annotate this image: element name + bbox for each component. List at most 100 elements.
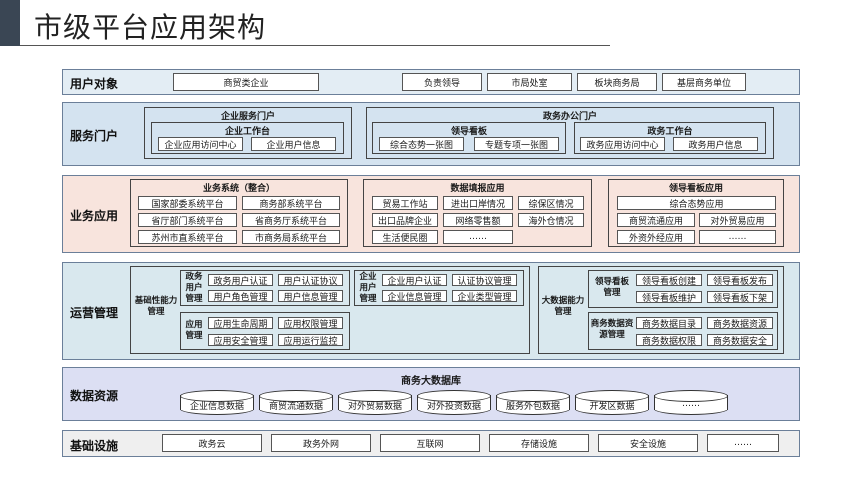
enterprise-portal-group — [144, 107, 352, 159]
app-mgmt-item: 应用权限管理 — [278, 317, 343, 330]
db-cylinder: 服务外包数据 — [496, 390, 570, 415]
gov-workbench-title: 政务工作台 — [647, 127, 693, 137]
layer-portal — [62, 102, 800, 166]
infra-item: 互联网 — [380, 434, 480, 452]
gov-user-mgmt-item: 用户认证协议 — [278, 274, 343, 287]
db-label: 对外投资数据 — [426, 402, 481, 412]
layer-business-label: 业务应用 — [70, 209, 119, 223]
app-mgmt-item: 应用运行监控 — [278, 334, 343, 347]
data-fill-item: 综保区情况 — [518, 196, 584, 210]
title-underline — [20, 45, 610, 46]
data-fill-group — [363, 179, 592, 247]
leader-board-app-group — [608, 179, 784, 247]
leader-board-app-item: …… — [699, 230, 776, 244]
user-item: 商贸类企业 — [173, 73, 319, 91]
enterprise-workbench-group — [151, 122, 344, 154]
business-system-item: 省厅部门系统平台 — [138, 213, 237, 227]
business-system-item: 商务部系统平台 — [242, 196, 340, 210]
user-item: 市局处室 — [487, 73, 572, 91]
gov-portal-group — [366, 107, 774, 159]
gov-user-mgmt-item: 政务用户认证 — [208, 274, 273, 287]
leader-board-item: 专题专项一张图 — [474, 137, 559, 151]
ent-user-mgmt-label: 企业用户管理 — [359, 272, 377, 304]
gov-user-mgmt-label: 政务用户管理 — [185, 272, 203, 304]
app-mgmt-group — [180, 312, 350, 350]
res-mgmt-item: 商务数据资源 — [707, 317, 773, 330]
leader-board-app-title: 领导看板应用 — [668, 184, 723, 194]
gov-user-mgmt-group — [180, 270, 350, 306]
title-accent-bar — [0, 0, 20, 46]
app-mgmt-label: 应用管理 — [185, 320, 203, 341]
db-label: 企业信息数据 — [189, 402, 244, 412]
enterprise-portal-item: 企业用户信息 — [251, 137, 336, 151]
leader-board-app-item: 商贸流通应用 — [617, 213, 695, 227]
ent-user-mgmt-item: 企业信息管理 — [382, 290, 447, 303]
db-cylinder: 开发区数据 — [575, 390, 649, 415]
bigdata-capability-label: 大数据能力管理 — [541, 296, 585, 317]
infra-item: 政务外网 — [271, 434, 371, 452]
layer-portal-label: 服务门户 — [70, 129, 119, 143]
enterprise-portal-title: 企业服务门户 — [220, 112, 275, 122]
page-title: 市级平台应用架构 — [34, 11, 267, 44]
data-fill-item: 进出口岸情况 — [443, 196, 513, 210]
leader-board-app-item: 外资外经应用 — [617, 230, 695, 244]
infra-item: …… — [707, 434, 779, 452]
board-mgmt-item: 领导看板创建 — [636, 274, 702, 287]
db-cylinder: 商贸流通数据 — [259, 390, 333, 415]
gov-user-mgmt-item: 用户信息管理 — [278, 290, 343, 303]
db-label: …… — [682, 399, 700, 409]
db-cylinder: …… — [654, 390, 728, 415]
board-mgmt-item: 领导看板发布 — [707, 274, 773, 287]
enterprise-portal-item: 企业应用访问中心 — [158, 137, 243, 151]
layer-infra-label: 基础设施 — [70, 439, 119, 453]
user-item: 板块商务局 — [577, 73, 657, 91]
leader-board-app-item: 对外贸易应用 — [699, 213, 776, 227]
app-mgmt-item: 应用安全管理 — [208, 334, 273, 347]
gov-user-mgmt-item: 用户角色管理 — [208, 290, 273, 303]
res-mgmt-label: 商务数据资源管理 — [590, 319, 634, 340]
res-mgmt-item: 商务数据安全 — [707, 334, 773, 347]
leader-board-item: 综合态势一张图 — [379, 137, 464, 151]
basic-capability-label: 基础性能力管理 — [134, 296, 178, 317]
gov-workbench-item: 政务用户信息 — [673, 137, 758, 151]
data-fill-item: 网络零售额 — [443, 213, 513, 227]
board-mgmt-item: 领导看板维护 — [636, 291, 702, 304]
layer-user-label: 用户对象 — [70, 77, 119, 91]
board-mgmt-label: 领导看板管理 — [594, 277, 629, 298]
board-mgmt-item: 领导看板下架 — [707, 291, 773, 304]
basic-capability-group — [130, 266, 530, 354]
business-systems-group — [130, 179, 348, 247]
db-cylinder: 对外贸易数据 — [338, 390, 412, 415]
leader-board-app-item: 综合态势应用 — [617, 196, 776, 210]
gov-portal-title: 政务办公门户 — [542, 112, 597, 122]
leader-board-group — [372, 122, 566, 154]
layer-ops-label: 运营管理 — [70, 306, 119, 320]
ent-user-mgmt-item: 企业用户认证 — [382, 274, 447, 287]
data-fill-item: …… — [443, 230, 513, 244]
data-fill-title: 数据填报应用 — [450, 184, 505, 194]
business-system-item: 市商务局系统平台 — [242, 230, 340, 244]
data-fill-item: 出口品牌企业 — [372, 213, 438, 227]
business-system-item: 国家部委系统平台 — [138, 196, 237, 210]
user-item: 基层商务单位 — [662, 73, 746, 91]
ent-user-mgmt-item: 认证协议管理 — [452, 274, 517, 287]
data-fill-item: 贸易工作站 — [372, 196, 438, 210]
business-system-item: 苏州市直系统平台 — [138, 230, 237, 244]
res-mgmt-item: 商务数据权限 — [636, 334, 702, 347]
enterprise-workbench-title: 企业工作台 — [224, 127, 270, 137]
res-mgmt-item: 商务数据目录 — [636, 317, 702, 330]
data-fill-item: 生活便民圈 — [372, 230, 438, 244]
db-label: 服务外包数据 — [505, 402, 560, 412]
db-cylinder: 对外投资数据 — [417, 390, 491, 415]
business-db-title: 商务大数据库 — [401, 376, 461, 387]
db-label: 对外贸易数据 — [347, 402, 402, 412]
app-mgmt-item: 应用生命周期 — [208, 317, 273, 330]
leader-board-title: 领导看板 — [450, 127, 487, 137]
infra-item: 存储设施 — [489, 434, 589, 452]
res-mgmt-group — [588, 312, 778, 350]
layer-data-label: 数据资源 — [70, 389, 119, 403]
user-item: 负责领导 — [402, 73, 482, 91]
db-label: 商贸流通数据 — [268, 402, 323, 412]
infra-item: 政务云 — [162, 434, 262, 452]
db-cylinder: 企业信息数据 — [180, 390, 254, 415]
